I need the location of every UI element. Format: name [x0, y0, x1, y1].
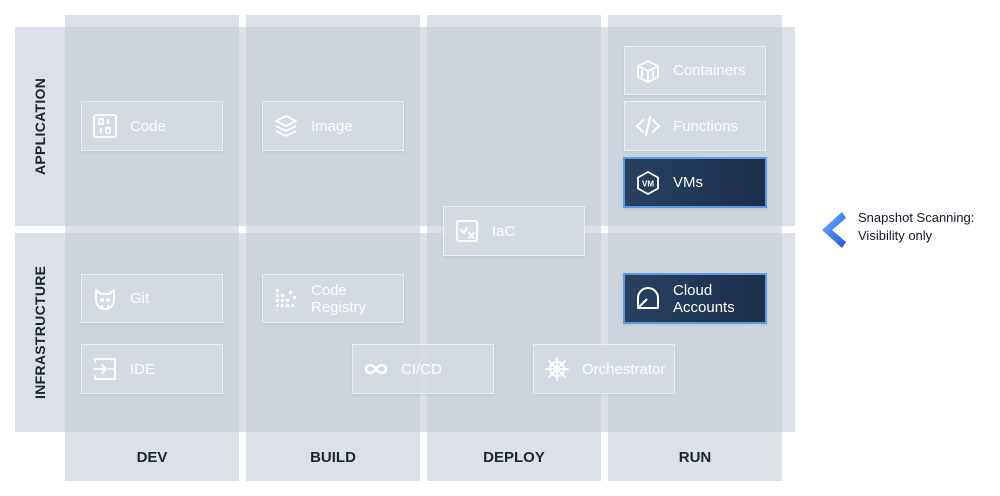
tile-iac-label: IaC: [492, 222, 516, 240]
tile-cloud-accounts-line1: Cloud: [673, 281, 713, 299]
tile-code-registry-line2: Registry: [311, 298, 367, 316]
tile-functions-label: Functions: [673, 117, 739, 135]
tile-containers: Containers: [624, 46, 766, 95]
tile-cicd: CI/CD: [352, 344, 494, 394]
registry-dots-icon: [273, 286, 299, 312]
row-label-infrastructure: INFRASTRUCTURE: [32, 265, 48, 400]
vm-hexagon-icon: VM: [635, 170, 661, 196]
tile-containers-label: Containers: [673, 62, 746, 79]
tile-git-label: Git: [130, 290, 150, 307]
legend-line2: Visibility only: [858, 228, 933, 243]
tile-vms: VM VMs: [623, 157, 767, 208]
git-cat-icon: [92, 286, 118, 312]
tile-code-label: Code: [130, 117, 166, 135]
tile-iac: IaC: [443, 206, 585, 256]
helm-wheel-icon: [544, 356, 570, 382]
code-binary-icon: [92, 113, 118, 139]
col-band-build: [246, 15, 420, 481]
tile-orchestrator-label: Orchestrator: [582, 360, 666, 378]
legend-text: Snapshot Scanning: Visibility only: [858, 209, 998, 245]
tile-cicd-label: CI/CD: [401, 360, 442, 378]
tile-ide-label: IDE: [130, 360, 156, 378]
code-brackets-icon: [635, 113, 661, 139]
infinity-loop-icon: [363, 356, 389, 382]
tile-vms-label: VMs: [673, 174, 703, 191]
tile-functions: Functions: [624, 101, 766, 151]
svg-text:VM: VM: [642, 179, 654, 188]
layers-icon: [273, 113, 299, 139]
tile-code-registry: Code Registry: [262, 274, 404, 323]
tile-code: Code: [81, 101, 223, 151]
tile-code-registry-line1: Code: [311, 281, 347, 299]
iac-checklist-icon: [454, 218, 480, 244]
col-label-run: RUN: [678, 448, 712, 466]
col-label-dev: DEV: [136, 448, 168, 466]
cloud-account-icon: [635, 286, 661, 312]
legend-line1: Snapshot Scanning:: [858, 210, 975, 225]
col-label-deploy: DEPLOY: [483, 448, 545, 466]
tile-image: Image: [262, 101, 404, 151]
row-label-application: APPLICATION: [32, 77, 48, 176]
tile-ide: IDE: [81, 344, 223, 394]
tile-orchestrator: Orchestrator: [533, 344, 675, 394]
legend-chevron-left-icon: [816, 210, 850, 250]
tile-code-registry-text: Code Registry: [311, 282, 366, 316]
col-band-dev: [65, 15, 239, 481]
tile-cloud-accounts-line2: Accounts: [673, 298, 735, 316]
tile-cloud-accounts: Cloud Accounts: [623, 273, 767, 324]
tile-git: Git: [81, 274, 223, 323]
col-label-build: BUILD: [310, 448, 356, 466]
container-box-icon: [635, 58, 661, 84]
tile-image-label: Image: [311, 117, 353, 135]
tile-cloud-accounts-text: Cloud Accounts: [673, 282, 735, 316]
ide-enter-icon: [92, 356, 118, 382]
